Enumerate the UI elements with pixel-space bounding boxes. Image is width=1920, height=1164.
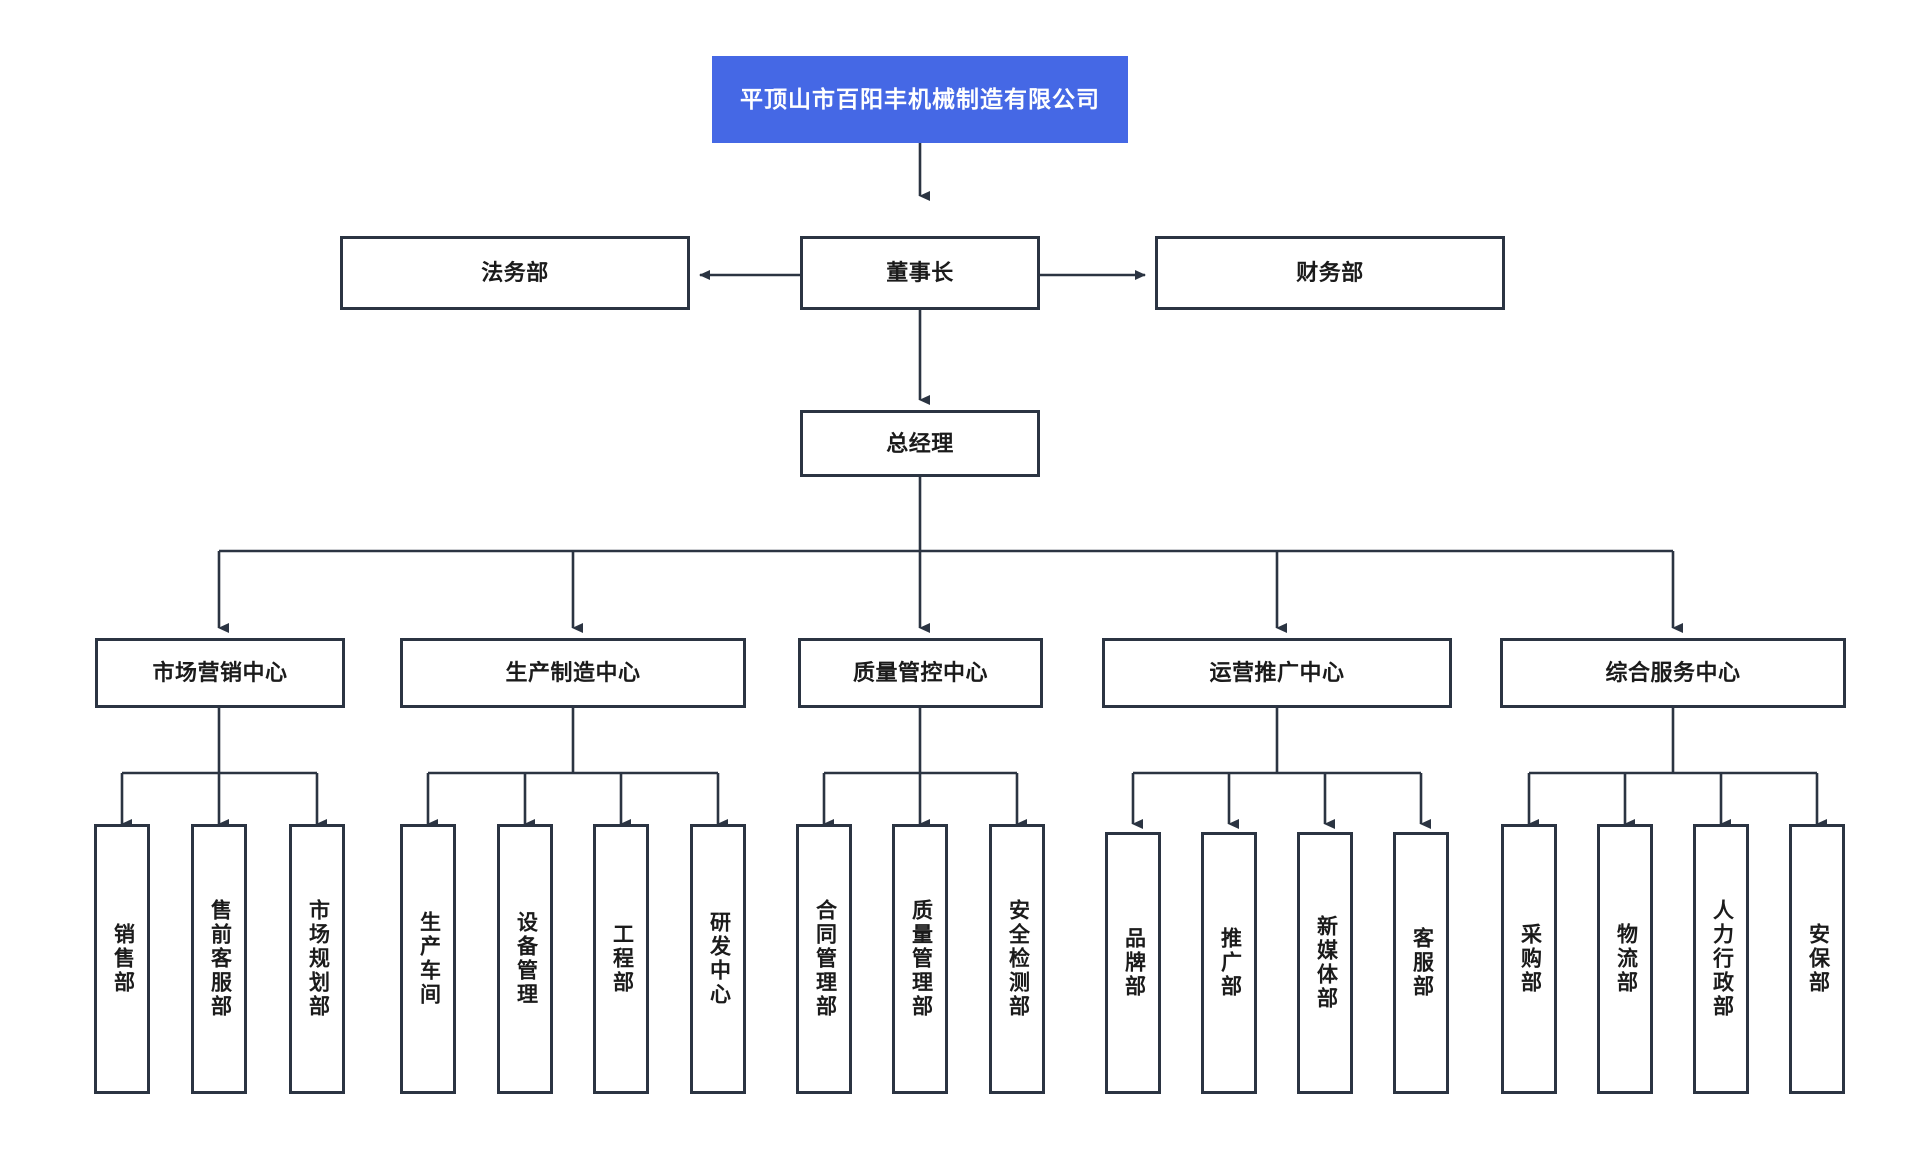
node-label-center-2: 质量管控中心 [852, 660, 988, 686]
node-finance-department[interactable]: 财务部 [1155, 236, 1505, 310]
node-label-company: 平顶山市百阳丰机械制造有限公司 [740, 85, 1100, 112]
node-label-dept-13: 客服部 [1410, 927, 1434, 999]
node-company-root[interactable]: 平顶山市百阳丰机械制造有限公司 [712, 56, 1128, 143]
node-center-general-services[interactable]: 综合服务中心 [1500, 638, 1846, 708]
node-dept-new-media[interactable]: 新媒体部 [1297, 832, 1353, 1094]
node-label-dept-3: 生产车间 [417, 911, 441, 1007]
node-dept-sales[interactable]: 销售部 [94, 824, 150, 1094]
node-dept-quality-management[interactable]: 质量管理部 [892, 824, 948, 1094]
node-label-dept-2: 市场规划部 [306, 899, 330, 1019]
node-center-production[interactable]: 生产制造中心 [400, 638, 746, 708]
node-label-general-manager: 总经理 [886, 430, 954, 456]
node-dept-brand[interactable]: 品牌部 [1105, 832, 1161, 1094]
node-label-center-1: 生产制造中心 [505, 660, 641, 686]
node-label-dept-10: 品牌部 [1122, 927, 1146, 999]
node-dept-customer-service[interactable]: 客服部 [1393, 832, 1449, 1094]
node-label-dept-16: 人力行政部 [1710, 899, 1734, 1019]
node-label-dept-9: 安全检测部 [1006, 899, 1030, 1019]
node-dept-rnd-center[interactable]: 研发中心 [690, 824, 746, 1094]
node-label-center-4: 综合服务中心 [1605, 660, 1741, 686]
node-label-finance: 财务部 [1296, 260, 1364, 286]
node-label-dept-0: 销售部 [111, 923, 135, 995]
node-dept-security[interactable]: 安保部 [1789, 824, 1845, 1094]
node-dept-procurement[interactable]: 采购部 [1501, 824, 1557, 1094]
node-center-quality[interactable]: 质量管控中心 [798, 638, 1043, 708]
node-center-operations[interactable]: 运营推广中心 [1102, 638, 1452, 708]
node-label-dept-17: 安保部 [1806, 923, 1830, 995]
node-dept-market-planning[interactable]: 市场规划部 [289, 824, 345, 1094]
node-label-dept-14: 采购部 [1518, 923, 1542, 995]
node-label-dept-5: 工程部 [610, 923, 634, 995]
node-legal-department[interactable]: 法务部 [340, 236, 690, 310]
node-label-dept-11: 推广部 [1218, 927, 1242, 999]
node-chairman[interactable]: 董事长 [800, 236, 1040, 310]
node-dept-equipment-management[interactable]: 设备管理 [497, 824, 553, 1094]
node-dept-logistics[interactable]: 物流部 [1597, 824, 1653, 1094]
node-label-dept-1: 售前客服部 [208, 899, 232, 1019]
node-dept-hr-admin[interactable]: 人力行政部 [1693, 824, 1749, 1094]
node-dept-presales-service[interactable]: 售前客服部 [191, 824, 247, 1094]
node-label-dept-12: 新媒体部 [1314, 915, 1338, 1011]
node-label-dept-7: 合同管理部 [813, 899, 837, 1019]
node-dept-engineering[interactable]: 工程部 [593, 824, 649, 1094]
node-center-marketing[interactable]: 市场营销中心 [95, 638, 345, 708]
node-dept-safety-inspection[interactable]: 安全检测部 [989, 824, 1045, 1094]
node-label-dept-15: 物流部 [1614, 923, 1638, 995]
node-label-center-3: 运营推广中心 [1209, 660, 1345, 686]
node-label-center-0: 市场营销中心 [152, 660, 288, 686]
node-label-dept-6: 研发中心 [707, 911, 731, 1007]
node-label-chairman: 董事长 [886, 260, 954, 286]
node-label-dept-8: 质量管理部 [909, 899, 933, 1019]
node-label-dept-4: 设备管理 [514, 911, 538, 1007]
node-dept-production-workshop[interactable]: 生产车间 [400, 824, 456, 1094]
node-dept-promotion[interactable]: 推广部 [1201, 832, 1257, 1094]
node-dept-contract-management[interactable]: 合同管理部 [796, 824, 852, 1094]
node-general-manager[interactable]: 总经理 [800, 410, 1040, 477]
node-label-legal: 法务部 [481, 260, 549, 286]
